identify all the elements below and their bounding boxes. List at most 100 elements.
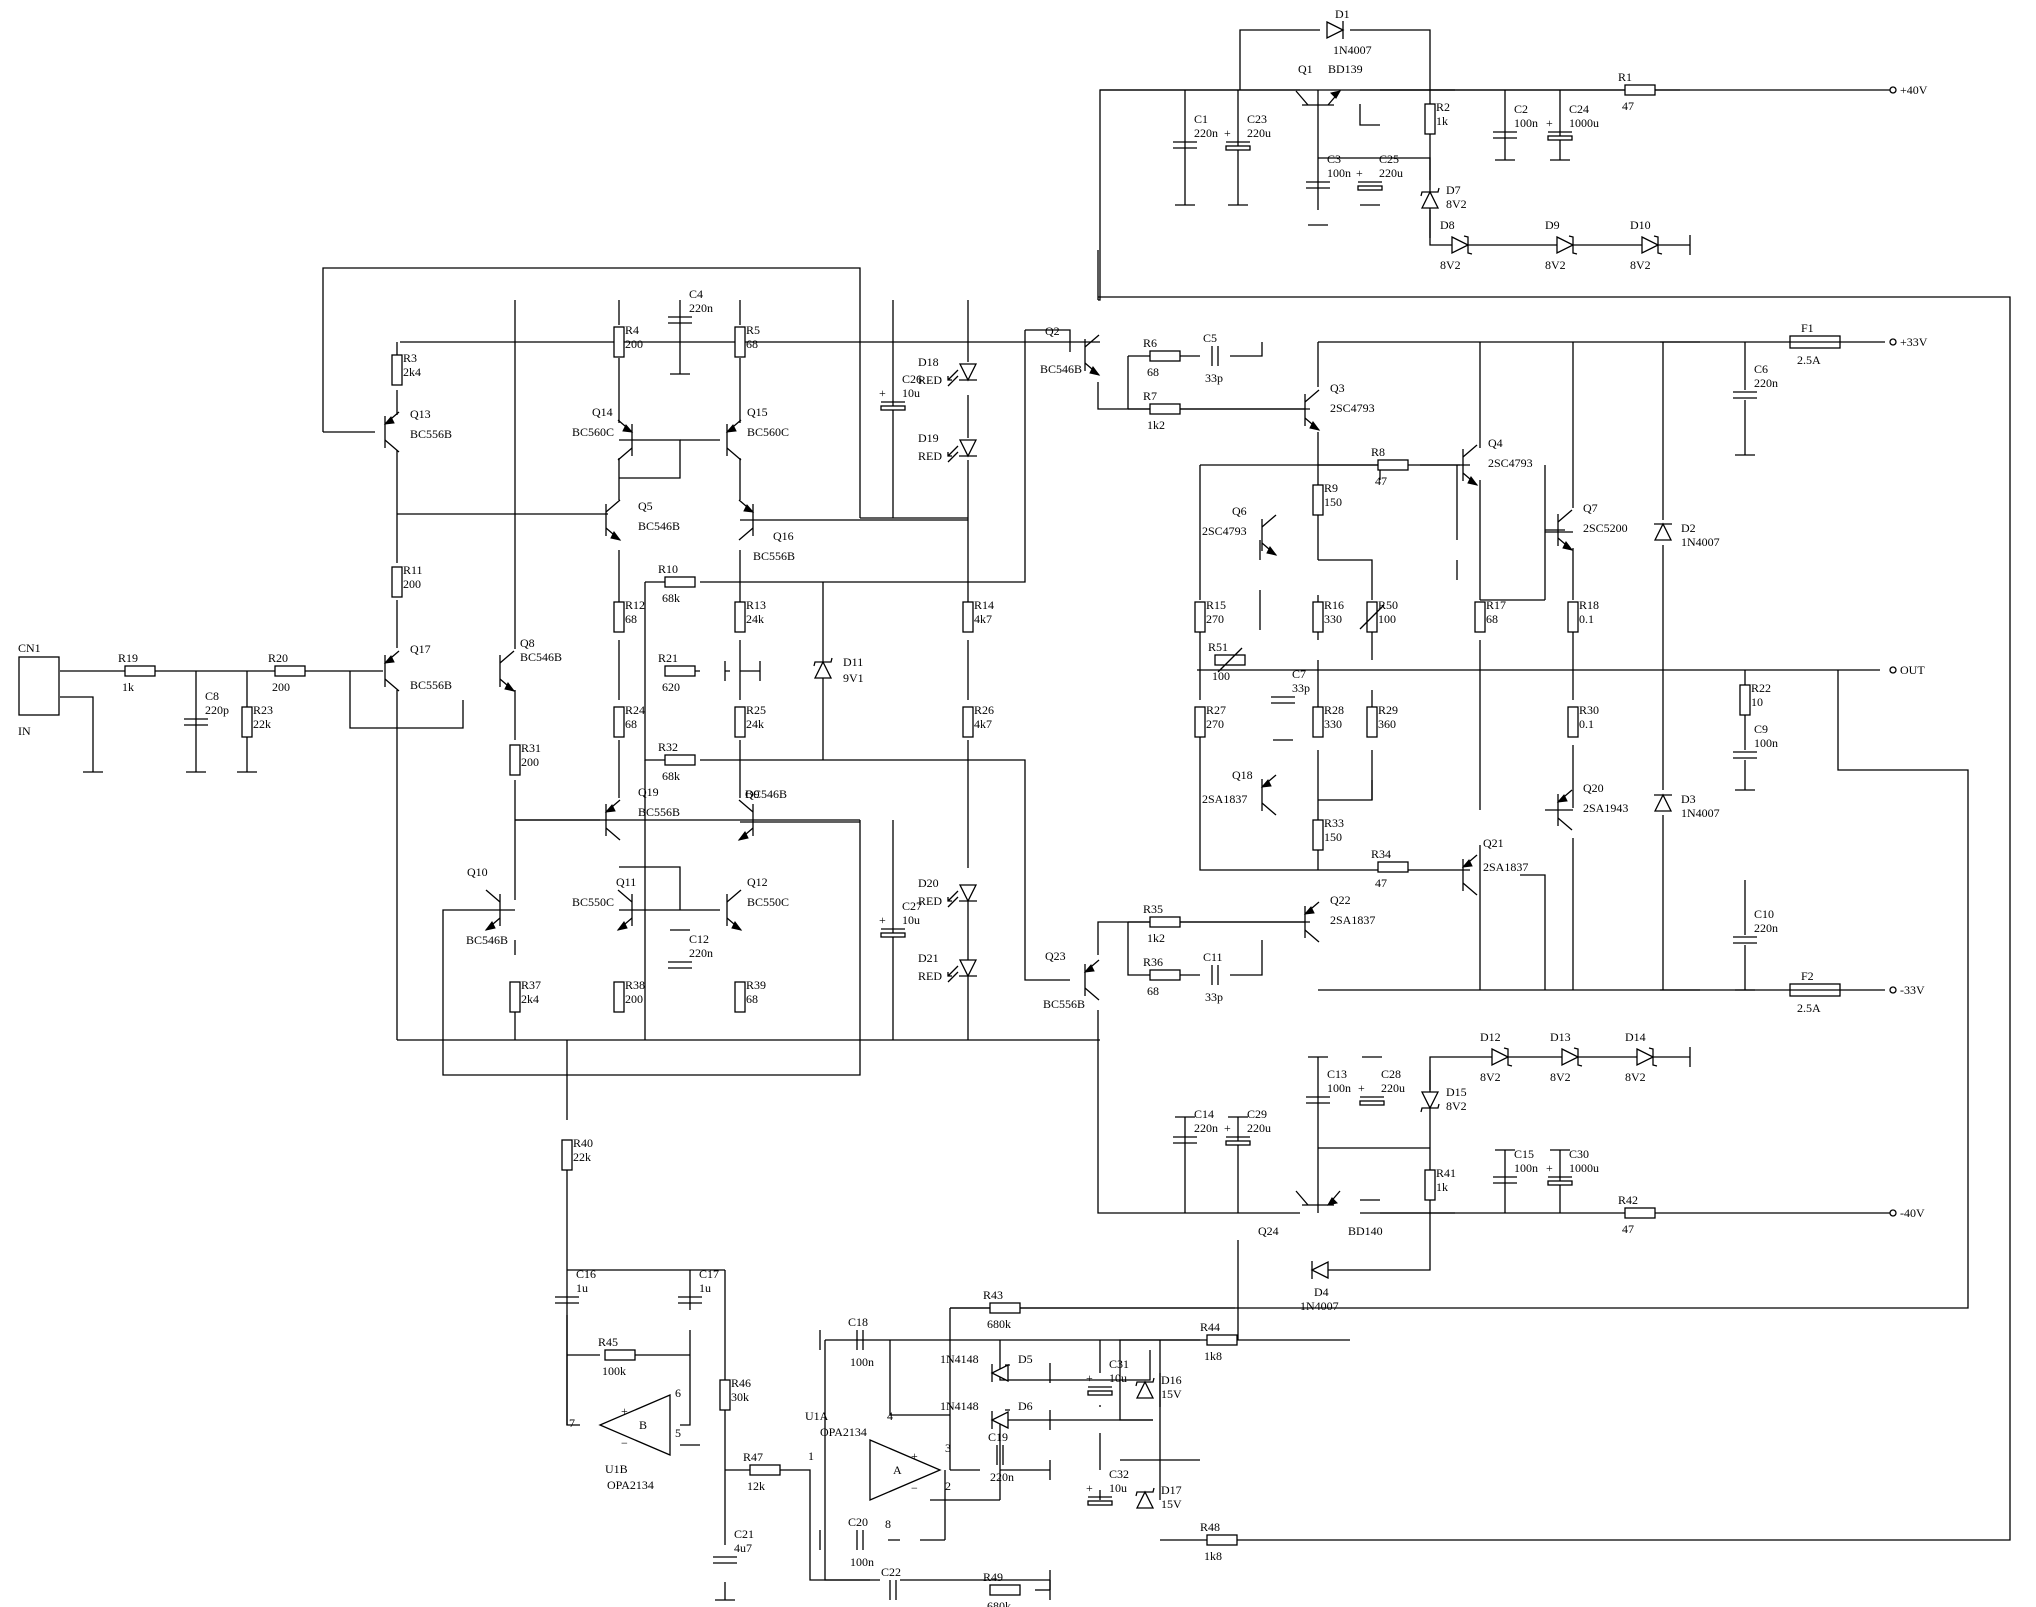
minus40v-terminal[interactable] [1889,1209,1897,1217]
plus33v-terminal[interactable] [1889,338,1897,346]
fuse-f1[interactable]: F12.5A [1789,321,1841,367]
minus33v-terminal[interactable] [1889,986,1897,994]
input-connector-body[interactable] [18,656,60,716]
plus40v-terminal[interactable] [1889,86,1897,94]
